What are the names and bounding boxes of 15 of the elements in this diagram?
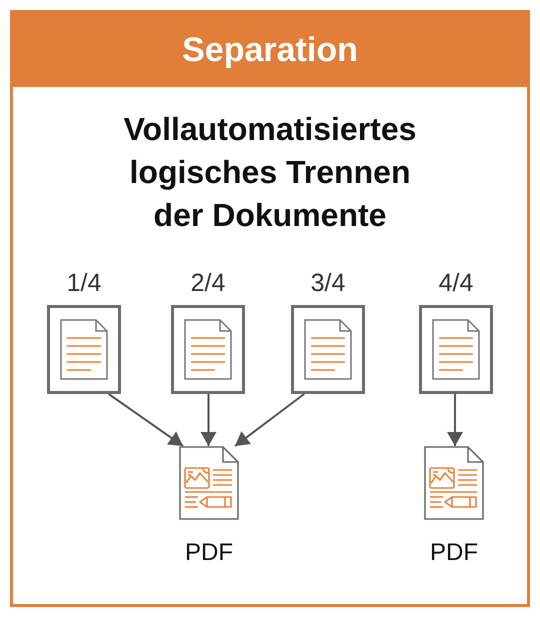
page-number: 1/4 (66, 269, 102, 297)
panel-heading: Separation (182, 30, 358, 70)
pdf-document-icon (424, 446, 484, 520)
separation-panel (10, 10, 530, 607)
pdf-document-icon (179, 446, 239, 520)
file-type-label: PDF (430, 539, 478, 567)
arrow (234, 393, 305, 447)
arrow (108, 393, 184, 447)
arrow (447, 394, 463, 446)
arrow (200, 394, 216, 446)
description-text: Vollautomatisiertes logisches Trennen der Dokumente (122, 110, 418, 235)
file-type-label: PDF (185, 539, 233, 567)
page-number: 3/4 (310, 269, 346, 297)
page-number: 4/4 (438, 269, 474, 297)
page-number: 2/4 (190, 269, 226, 297)
